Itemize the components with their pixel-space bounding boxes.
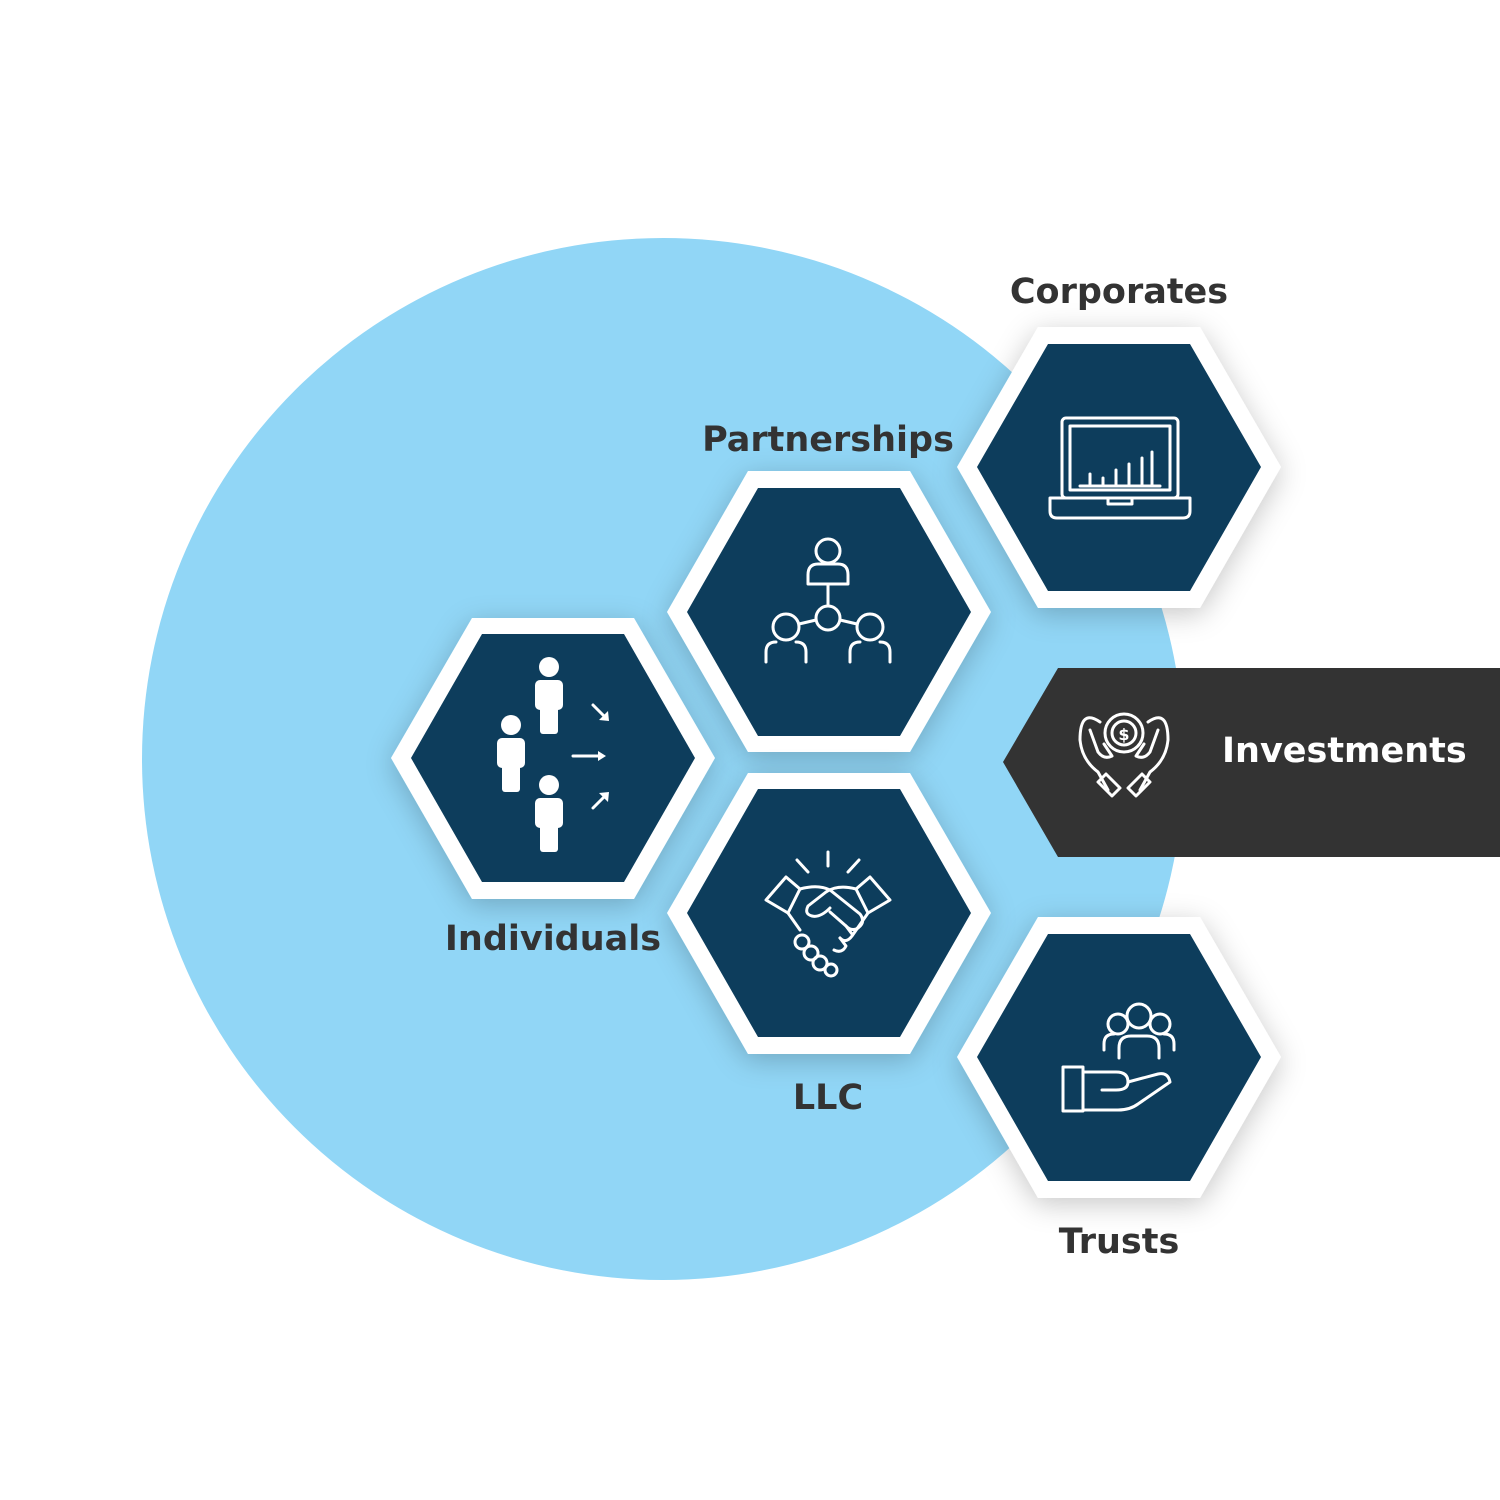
handshake-icon xyxy=(764,850,892,978)
network-people-icon xyxy=(764,537,892,664)
label-corporates: Corporates xyxy=(1009,272,1229,312)
coin-dollar-sign: $ xyxy=(1118,725,1129,744)
laptop-chart-icon xyxy=(1048,416,1192,520)
hexagon-corporates[interactable] xyxy=(957,327,1281,608)
hexagon-partnerships[interactable] xyxy=(667,471,991,752)
hands-coin-icon xyxy=(1078,712,1170,798)
hand-group-icon xyxy=(1061,1002,1176,1113)
label-individuals: Individuals xyxy=(444,919,662,959)
label-partnerships: Partnerships xyxy=(702,420,954,460)
people-arrows-icon xyxy=(497,657,609,852)
hexagon-individuals[interactable] xyxy=(391,618,715,899)
label-llc: LLC xyxy=(792,1078,864,1118)
label-investments: Investments xyxy=(1222,731,1467,771)
label-trusts: Trusts xyxy=(1058,1222,1180,1262)
